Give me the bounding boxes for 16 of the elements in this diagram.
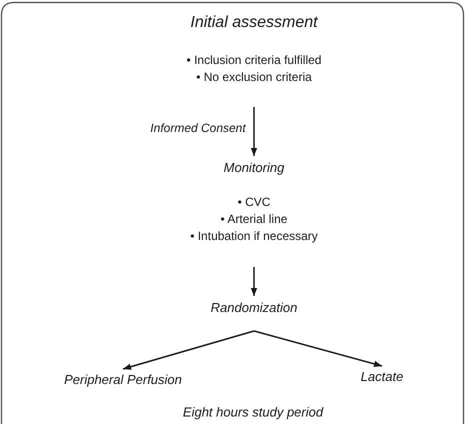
arrow — [254, 330, 382, 367]
arrow — [250, 267, 258, 296]
step-title: Initial assessment — [190, 13, 318, 33]
bullet-item: • CVC — [238, 194, 270, 211]
arrow — [250, 107, 258, 156]
step-title: Lactate — [360, 368, 404, 386]
step-title: Monitoring — [224, 159, 284, 177]
step-title: Randomization — [210, 299, 298, 317]
edge-label: Informed Consent — [150, 120, 246, 136]
bullet-item: • Inclusion criteria fulfilled — [186, 52, 322, 69]
bullet-item: • Intubation if necessary — [190, 228, 318, 245]
arrow — [122, 330, 254, 370]
period-label: Eight hours study period — [182, 404, 324, 420]
step-title: Peripheral Perfusion — [64, 371, 182, 389]
bullet-item: • Arterial line — [220, 211, 288, 228]
bullet-item: • No exclusion criteria — [196, 69, 312, 86]
